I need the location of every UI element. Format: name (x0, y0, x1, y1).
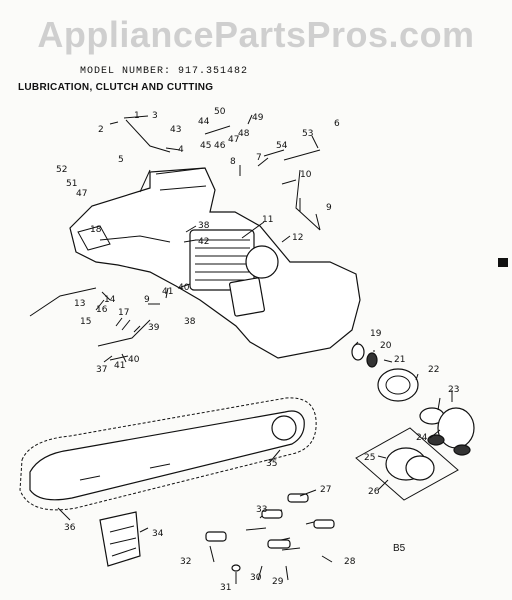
callout-23: 23 (448, 385, 459, 395)
callout-26: 26 (368, 487, 380, 497)
callout-53: 53 (302, 129, 313, 139)
bar-cover-ribs (109, 525, 137, 557)
callout-54: 54 (276, 141, 288, 151)
callout-40-upper: 40 (178, 283, 190, 293)
callout-1: 1 (134, 111, 140, 121)
callout-15: 15 (80, 317, 91, 327)
callout-22: 22 (428, 365, 439, 375)
callout-35: 35 (266, 459, 277, 469)
callout-37: 37 (96, 365, 107, 375)
callout-25: 25 (364, 453, 375, 463)
crankcase (245, 245, 279, 279)
callout-47-lower: 47 (76, 189, 87, 199)
callout-19: 19 (370, 329, 382, 339)
callout-17: 17 (118, 308, 129, 318)
callout-47-upper: 47 (228, 135, 239, 145)
model-number-label: MODEL NUMBER: 917.351482 (80, 66, 249, 77)
callout-29: 29 (272, 577, 284, 587)
callout-2: 2 (98, 125, 104, 135)
callout-11: 11 (262, 215, 273, 225)
callout-9-upper: 9 (326, 203, 332, 213)
oil-line-left (29, 287, 151, 361)
callout-34: 34 (152, 529, 164, 539)
clutch-drum (377, 368, 419, 402)
callout-18: 18 (90, 225, 102, 235)
clutch-bearing (366, 352, 378, 368)
clutch-shoe (427, 434, 445, 446)
callout-6: 6 (334, 119, 340, 129)
callout-3: 3 (152, 111, 158, 121)
callout-30: 30 (250, 573, 262, 583)
callout-5: 5 (118, 155, 124, 165)
chain-link-30 (267, 539, 291, 549)
bearing (405, 455, 435, 481)
callout-36: 36 (64, 523, 76, 533)
oil-line-upper (125, 119, 321, 231)
muffler (228, 277, 266, 317)
callout-16: 16 (96, 305, 108, 315)
chain-link-32 (205, 531, 227, 542)
callout-41-upper: 41 (162, 287, 173, 297)
callout-28: 28 (344, 557, 356, 567)
callout-39: 39 (148, 323, 160, 333)
callout-14: 14 (104, 295, 116, 305)
chain-link-27 (287, 493, 309, 503)
clutch-drum-inner (385, 375, 411, 395)
callout-49: 49 (252, 113, 264, 123)
callout-9-lower: 9 (144, 295, 150, 305)
callout-20: 20 (380, 341, 392, 351)
callout-21: 21 (394, 355, 405, 365)
leader-lines (57, 114, 453, 584)
chain-link-33 (261, 509, 283, 519)
page-code: B5 (393, 543, 406, 554)
callout-46: 46 (214, 141, 226, 151)
section-title: LUBRICATION, CLUTCH AND CUTTING (18, 82, 214, 93)
callout-10: 10 (300, 170, 312, 180)
callout-38-lower: 38 (184, 317, 196, 327)
callout-8: 8 (230, 157, 236, 167)
clutch-washer (351, 343, 365, 361)
callout-33: 33 (256, 505, 267, 515)
housing-handle (99, 167, 207, 243)
clutch-shoe-lower (453, 444, 471, 456)
callout-40-lower: 40 (128, 355, 140, 365)
guide-bar (29, 410, 305, 501)
fuel-tank-detail (77, 225, 111, 251)
rivet-31 (231, 564, 241, 572)
callout-12: 12 (292, 233, 303, 243)
callout-4: 4 (178, 145, 184, 155)
rim-sprocket-group (355, 427, 459, 501)
callout-7: 7 (256, 153, 262, 163)
callout-51: 51 (66, 179, 77, 189)
guide-bar-groove (79, 463, 171, 481)
edge-mark (498, 258, 508, 267)
callout-24: 24 (416, 433, 428, 443)
callout-42: 42 (198, 237, 209, 247)
callout-13: 13 (74, 299, 85, 309)
callout-27: 27 (320, 485, 331, 495)
callout-48: 48 (238, 129, 250, 139)
saw-chain (19, 397, 317, 511)
callout-41-lower: 41 (114, 361, 125, 371)
callout-52: 52 (56, 165, 67, 175)
chain-link-28 (313, 519, 335, 529)
callout-44: 44 (198, 117, 210, 127)
bar-sprocket-nose (271, 415, 297, 441)
callout-32: 32 (180, 557, 191, 567)
callout-45: 45 (200, 141, 211, 151)
bar-cover (99, 511, 141, 567)
callout-31: 31 (220, 583, 231, 593)
callout-50: 50 (214, 107, 226, 117)
watermark: AppliancePartsPros.com (37, 14, 475, 55)
callout-38-upper: 38 (198, 221, 210, 231)
engine-fins (195, 239, 250, 281)
callout-43: 43 (170, 125, 181, 135)
